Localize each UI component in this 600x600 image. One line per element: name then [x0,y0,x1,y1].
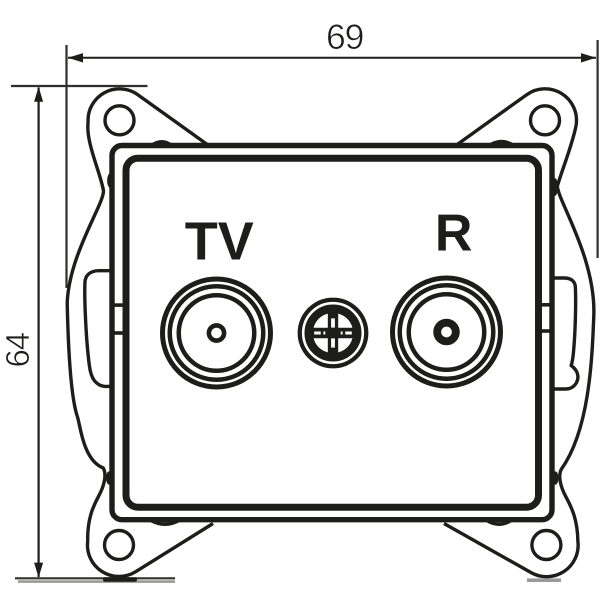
svg-text:64: 64 [0,332,36,367]
svg-text:69: 69 [326,17,364,57]
svg-text:TV: TV [185,212,254,272]
svg-text:R: R [435,205,473,263]
